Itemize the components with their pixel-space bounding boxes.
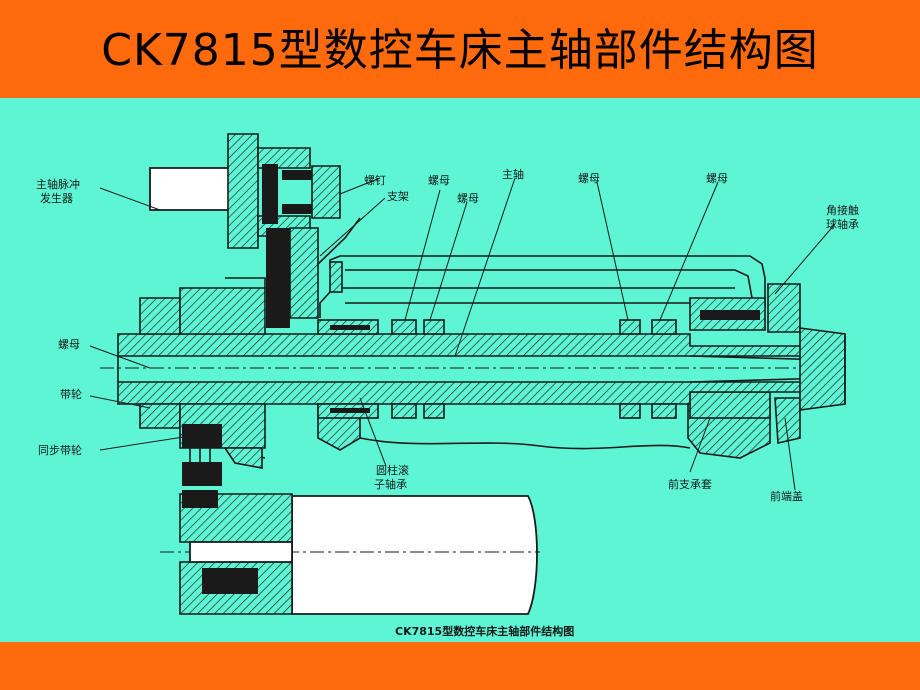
bottom-bar (0, 642, 920, 690)
label-front-sleeve: 前支承套 (668, 477, 712, 491)
label-nut-2: 螺母 (457, 192, 479, 205)
sync-belt-pulley (182, 424, 222, 486)
label-pulse-generator-line2: 发生器 (40, 191, 73, 205)
label-angular-bearing-line1: 角接触 (826, 203, 859, 217)
label-roller-bearing-line1: 圆柱滚 (376, 463, 409, 477)
drive-motor (160, 490, 540, 615)
label-screw: 螺钉 (364, 174, 386, 187)
label-nut-left: 螺母 (58, 338, 80, 351)
label-nut-1: 螺母 (428, 174, 450, 187)
label-angular-bearing-line2: 球轴承 (826, 217, 859, 231)
label-front-cover: 前端盖 (770, 489, 803, 503)
label-spindle: 主轴 (502, 167, 524, 181)
diagram-caption: CK7815型数控车床主轴部件结构图 (395, 624, 574, 638)
title-bar: CK7815型数控车床主轴部件结构图 (0, 0, 920, 98)
spindle-diagram: 主轴脉冲 发生器 螺钉 支架 螺母 螺母 主轴 螺母 螺母 角接触 球轴承 螺母… (0, 98, 920, 642)
pulse-generator (149, 133, 361, 328)
front-bearing-upper (689, 283, 801, 419)
label-nut-3: 螺母 (578, 172, 600, 185)
label-bracket: 支架 (387, 190, 409, 203)
shaft-nuts (317, 319, 677, 419)
label-nut-4: 螺母 (706, 172, 728, 185)
label-pulley: 带轮 (60, 387, 82, 401)
component-labels: 主轴脉冲 发生器 螺钉 支架 螺母 螺母 主轴 螺母 螺母 角接触 球轴承 螺母… (36, 167, 859, 503)
label-sync-pulley: 同步带轮 (38, 443, 82, 457)
label-roller-bearing-line2: 子轴承 (374, 477, 407, 491)
slide-title: CK7815型数控车床主轴部件结构图 (101, 25, 819, 76)
spindle-shaft (100, 327, 850, 411)
leader-lines (89, 177, 836, 491)
label-pulse-generator-line1: 主轴脉冲 (36, 177, 80, 191)
